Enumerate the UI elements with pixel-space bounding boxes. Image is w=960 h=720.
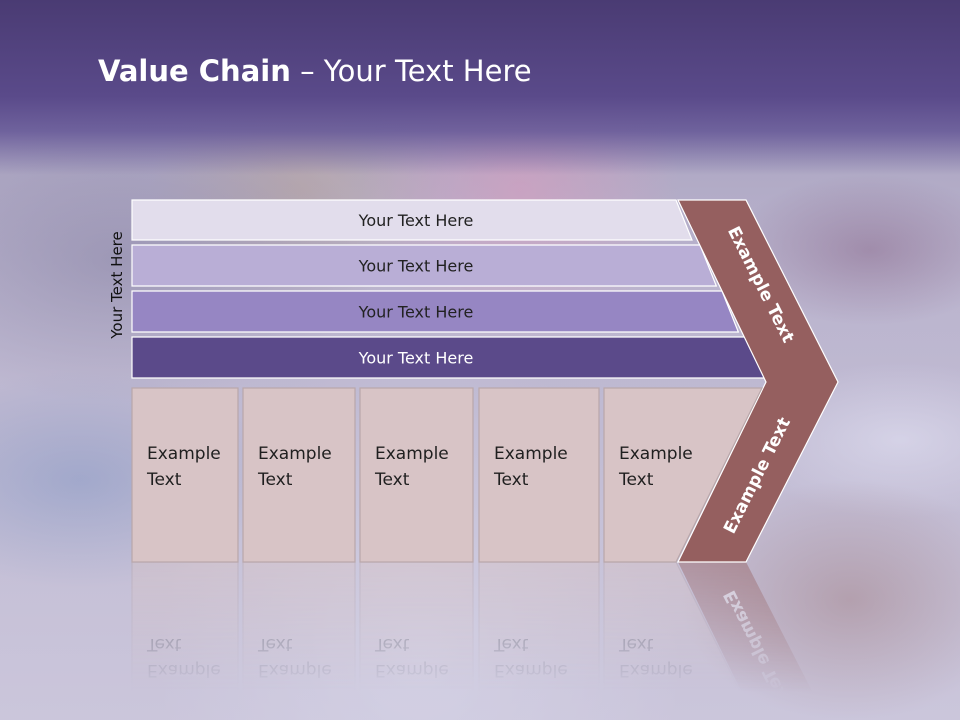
header-band [0,0,960,175]
reflected-chevron [678,562,827,720]
box-line2-1: Text [146,470,182,490]
reflected-box-line2-3: Text [374,634,410,654]
box-4 [478,387,600,563]
box-line2-3: Text [374,470,410,490]
reflected-box-line2-4: Text [493,634,529,654]
box-line2-5: Text [618,470,654,490]
reflected-box-line1-3: Example [375,660,449,680]
bar-label-1: Your Text Here [358,211,474,230]
reflected-box-4 [478,561,600,720]
box-3 [359,387,474,563]
box-line2-2: Text [257,470,293,490]
box-2 [242,387,356,563]
box-line1-3: Example [375,444,449,464]
reflected-box-line1-1: Example [147,660,221,680]
box-line1-4: Example [494,444,568,464]
reflected-box-line1-2: Example [258,660,332,680]
reflected-box-3 [359,561,474,720]
reflected-box-1 [131,561,239,720]
bar-3 [131,290,740,333]
box-line1-1: Example [147,444,221,464]
bar-1 [131,199,693,241]
box-line1-2: Example [258,444,332,464]
reflected-box-line2-2: Text [257,634,293,654]
bar-label-2: Your Text Here [358,257,474,276]
title-bold: Value Chain [98,54,291,88]
box-1 [131,387,239,563]
reflected-box-line1-5: Example [619,660,693,680]
bar-label-3: Your Text Here [358,303,474,322]
reflected-box-line2-5: Text [618,634,654,654]
title-rest: – Your Text Here [290,54,532,88]
reflected-box-line2-1: Text [146,634,182,654]
chevron-arrow [677,199,839,563]
bar-label-4: Your Text Here [358,349,474,368]
box-5 [603,387,763,563]
box-line2-4: Text [493,470,529,490]
bar-2 [131,244,718,287]
slide-title: Value Chain – Your Text Here [98,54,532,94]
box-line1-5: Example [619,444,693,464]
reflected-box-line1-4: Example [494,660,568,680]
